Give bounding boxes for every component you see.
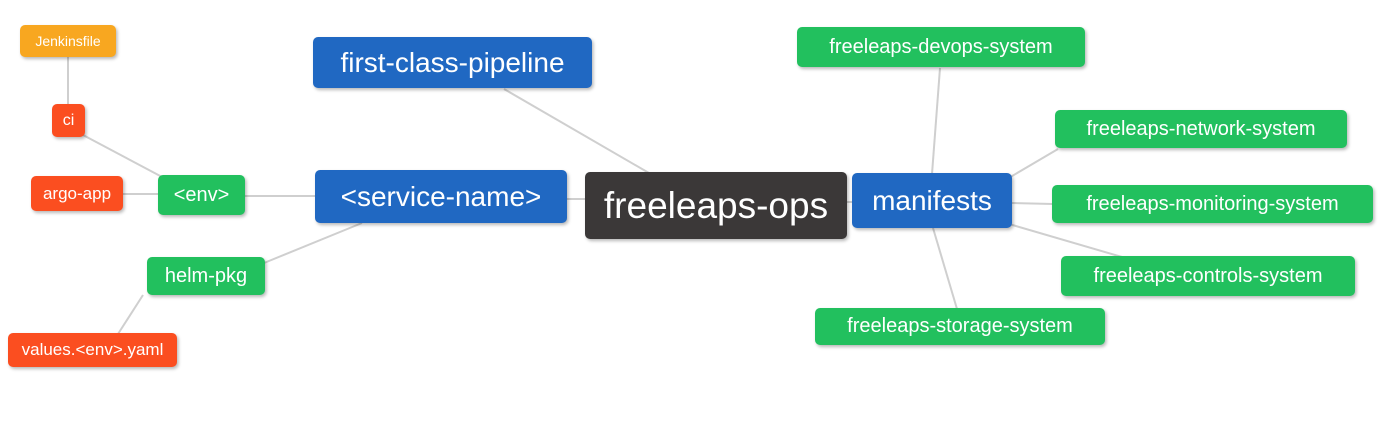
node-freeleaps-controls-system[interactable]: freeleaps-controls-system [1061,256,1355,296]
node-freeleaps-ops-root[interactable]: freeleaps-ops [585,172,847,239]
edge-manifests-monitoring [1011,202,1054,205]
node-freeleaps-monitoring-system[interactable]: freeleaps-monitoring-system [1052,185,1373,223]
node-jenkinsfile[interactable]: Jenkinsfile [20,25,116,57]
node-helm-pkg[interactable]: helm-pkg [147,257,265,295]
edge-devops-manifests [931,67,941,175]
edge-manifests-network [1006,148,1059,180]
edge-helm-pkg-values [117,294,144,335]
node-freeleaps-storage-system[interactable]: freeleaps-storage-system [815,308,1105,345]
node-freeleaps-devops-system[interactable]: freeleaps-devops-system [797,27,1085,67]
node-manifests[interactable]: manifests [852,173,1012,228]
node-values-env-yaml[interactable]: values.<env>.yaml [8,333,177,367]
edge-manifests-storage [932,227,958,310]
node-freeleaps-network-system[interactable]: freeleaps-network-system [1055,110,1347,148]
edge-first-class-pipeline-root [503,88,650,174]
edge-service-name-helm-pkg [263,222,363,264]
node-ci[interactable]: ci [52,104,85,137]
node-env[interactable]: <env> [158,175,245,215]
edge-ci-env [82,134,165,179]
node-first-class-pipeline[interactable]: first-class-pipeline [313,37,592,88]
node-argo-app[interactable]: argo-app [31,176,123,211]
edge-manifests-controls [1008,223,1123,258]
node-service-name[interactable]: <service-name> [315,170,567,223]
